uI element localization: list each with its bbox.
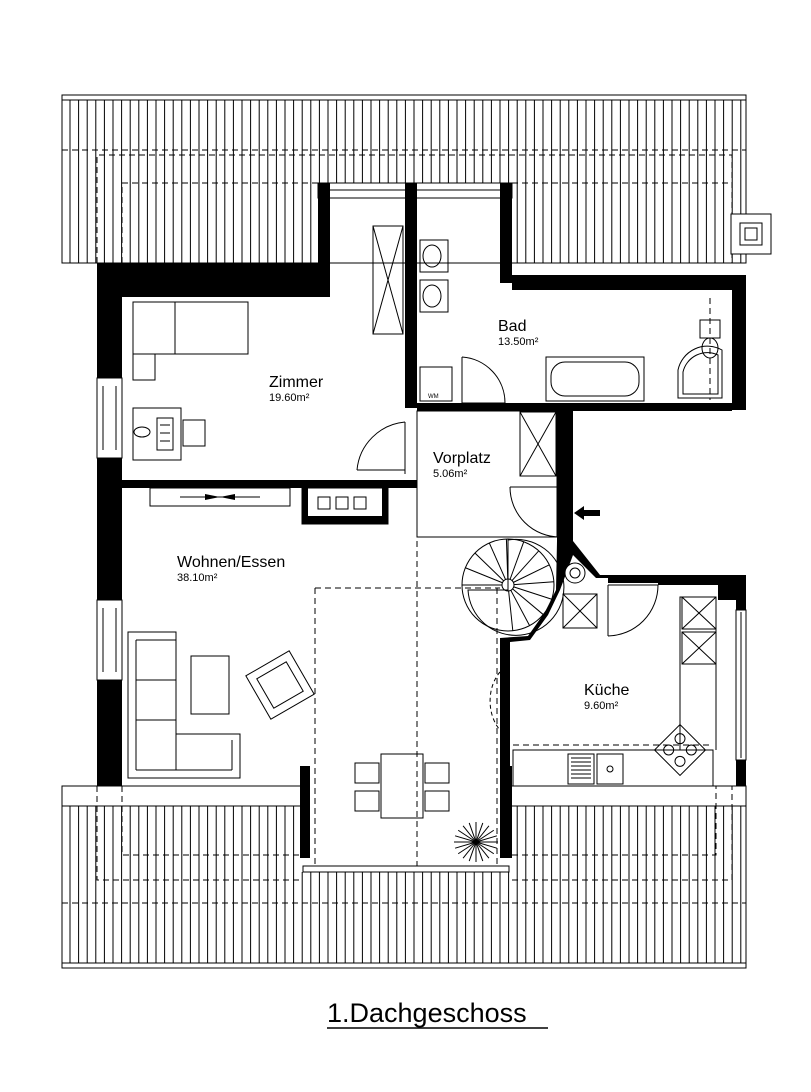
wm-label: WM — [428, 394, 439, 400]
room-area-kueche: 9.60m² — [584, 700, 619, 712]
room-name-wohnen: Wohnen/Essen — [177, 554, 285, 571]
chimney — [730, 213, 772, 255]
sink — [419, 239, 449, 273]
room-area-vorplatz: 5.06m² — [433, 468, 468, 480]
plan-title: 1.Dachgeschoss — [327, 998, 548, 1029]
plant-icon — [454, 822, 498, 862]
wardrobe — [372, 225, 404, 335]
chair — [182, 419, 206, 447]
closet — [519, 411, 557, 477]
desk — [132, 407, 182, 461]
chair — [354, 790, 380, 812]
room-area-bad: 13.50m² — [498, 336, 539, 348]
bed — [132, 301, 249, 355]
room-name-kueche: Küche — [584, 682, 629, 699]
counter — [512, 749, 714, 787]
kueche-door[interactable] — [607, 584, 659, 637]
room-name-bad: Bad — [498, 318, 526, 335]
entrance-door[interactable] — [509, 486, 561, 538]
sink — [567, 753, 595, 785]
bathtub — [545, 356, 645, 402]
washing-machine — [419, 366, 453, 402]
room-name-vorplatz: Vorplatz — [433, 450, 491, 467]
walls — [97, 183, 746, 858]
desk-items-icon — [133, 417, 174, 451]
shower — [677, 345, 723, 399]
roof-bottom — [61, 766, 747, 969]
dining-table — [380, 753, 424, 819]
kueche-side-door[interactable] — [489, 671, 501, 731]
bad-door[interactable] — [461, 356, 506, 404]
windows — [96, 377, 747, 761]
chair — [354, 762, 380, 784]
chair — [424, 762, 450, 784]
plan-title-text: 1.Dachgeschoss — [327, 998, 527, 1028]
armchair — [245, 650, 315, 720]
coffee-table — [190, 655, 230, 715]
sink — [419, 279, 449, 313]
spiral-stair[interactable] — [461, 538, 586, 636]
chair — [424, 790, 450, 812]
bad-furniture: WM — [419, 239, 723, 402]
room-area-wohnen: 38.10m² — [177, 572, 218, 584]
sideboard — [149, 487, 291, 507]
sofa — [127, 631, 241, 779]
zimmer-furniture — [132, 225, 404, 461]
room-name-zimmer: Zimmer — [269, 374, 324, 391]
entrance-arrow-icon — [574, 506, 600, 520]
room-area-zimmer: 19.60m² — [269, 392, 310, 404]
cabinet — [562, 593, 598, 629]
cabinet — [681, 631, 717, 665]
wohnen-furniture — [127, 411, 500, 866]
cabinet — [681, 596, 717, 630]
zimmer-door[interactable] — [356, 421, 406, 474]
room-labels: Zimmer 19.60m² Bad 13.50m² Vorplatz 5.06… — [177, 318, 629, 712]
kueche-furniture — [512, 593, 717, 787]
stove-icon — [653, 723, 707, 777]
